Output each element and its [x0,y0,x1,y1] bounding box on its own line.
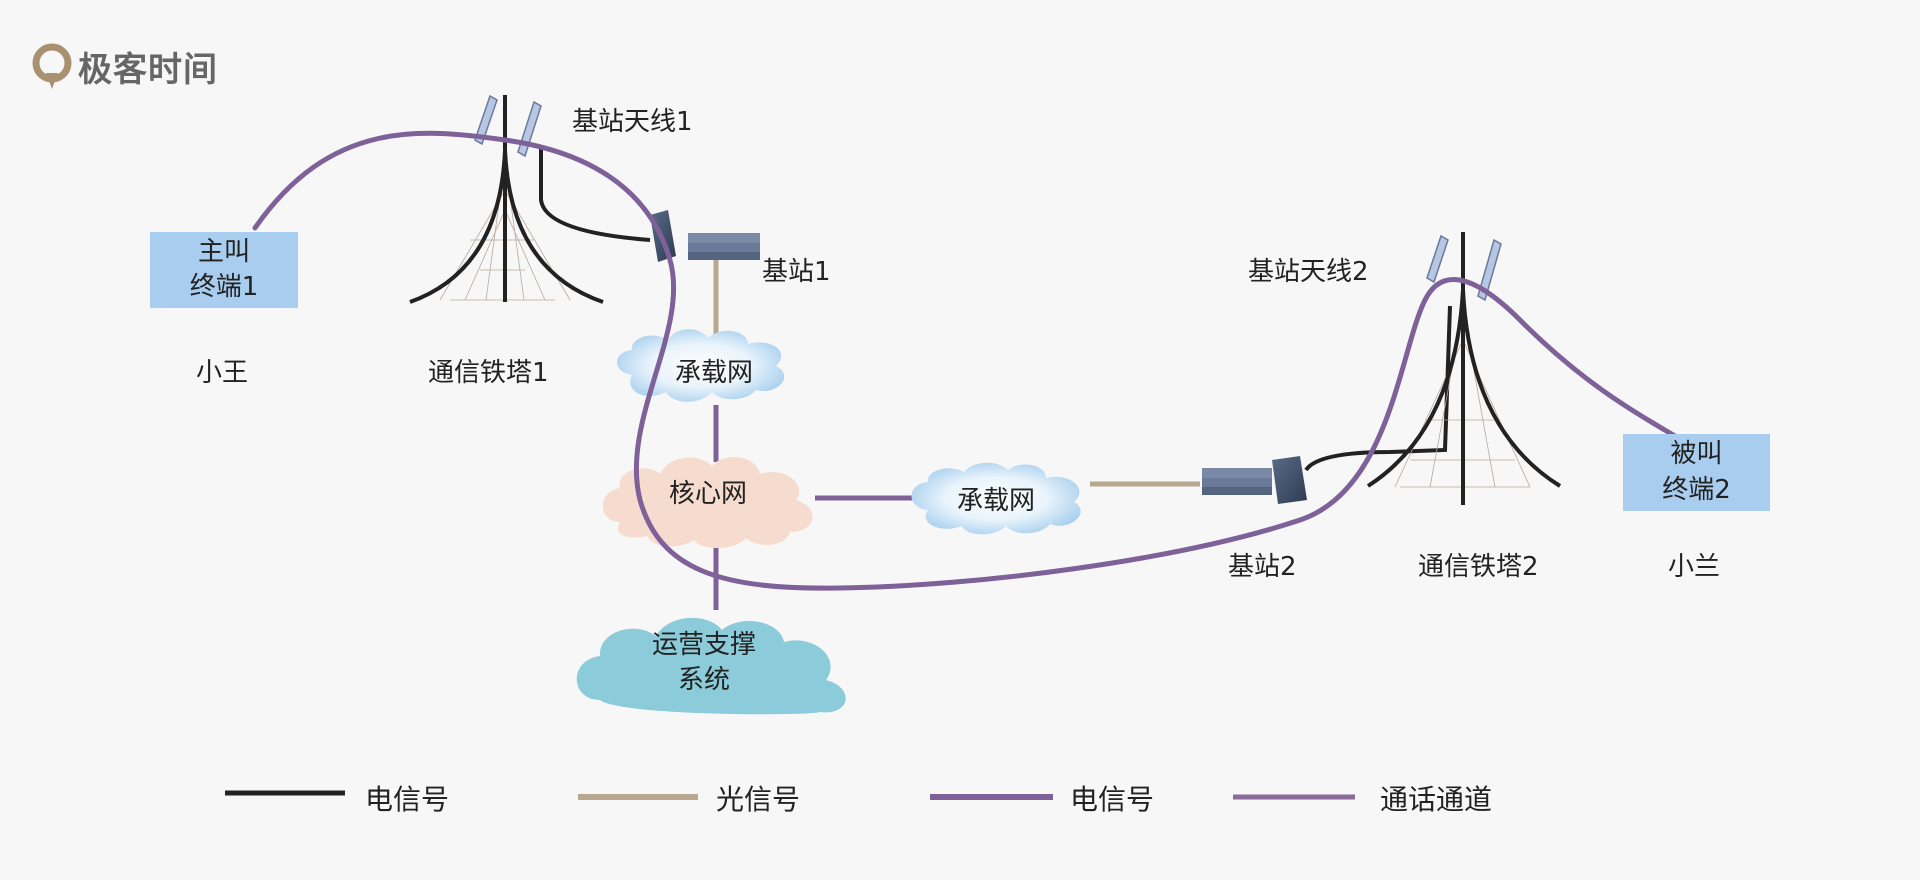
oss-cloud-label: 运营支撑 系统 [624,628,784,698]
legend-lines [225,790,1355,800]
logo: 极客时间 [32,42,218,91]
callee-terminal-line2: 终端2 [1662,474,1731,505]
legend-label-electric-purple: 电信号 [1070,783,1155,816]
optical-links [713,255,1200,487]
tower-2 [1366,232,1562,505]
base-station-2 [1202,456,1307,504]
electric-link-antenna1-bs1 [539,148,651,242]
tower-2-label: 通信铁塔2 [1418,552,1539,582]
caller-terminal: 主叫 终端1 [150,232,298,308]
electric-link-bs2-antenna2 [1304,305,1452,472]
callee-owner-label: 小兰 [1668,552,1721,582]
legend-label-call-channel: 通话通道 [1380,783,1493,816]
bearer-cloud-1 [617,329,785,402]
caller-terminal-line2: 终端1 [189,272,259,302]
logo-text: 极客时间 [78,50,218,90]
legend-label-electric: 电信号 [365,783,450,816]
base-station-2-label: 基站2 [1228,552,1297,582]
antenna-2-label: 基站天线2 [1248,257,1369,287]
callee-terminal-line1: 被叫 [1670,439,1723,470]
oss-cloud [576,617,846,715]
base-station-1-label: 基站1 [762,257,831,287]
legend-label-optical: 光信号 [716,783,801,816]
core-cloud [602,456,813,548]
electric-links [539,148,1452,472]
caller-owner-label: 小王 [196,358,249,388]
callee-terminal: 被叫 终端2 [1623,434,1770,511]
call-channel-path [252,130,1678,591]
bearer-cloud-2 [911,462,1081,535]
oss-cloud-label-line2: 系统 [677,665,730,696]
bearer-cloud-2-label: 承载网 [956,486,1035,516]
bearer-cloud-1-label: 承载网 [674,358,753,388]
core-cloud-label: 核心网 [668,479,747,509]
oss-cloud-label-line1: 运营支撑 [651,630,756,660]
caller-terminal-line1: 主叫 [197,236,250,267]
antenna-1-label: 基站天线1 [572,107,693,137]
geektime-logo-icon [32,43,72,89]
tower-1-label: 通信铁塔1 [428,358,549,388]
